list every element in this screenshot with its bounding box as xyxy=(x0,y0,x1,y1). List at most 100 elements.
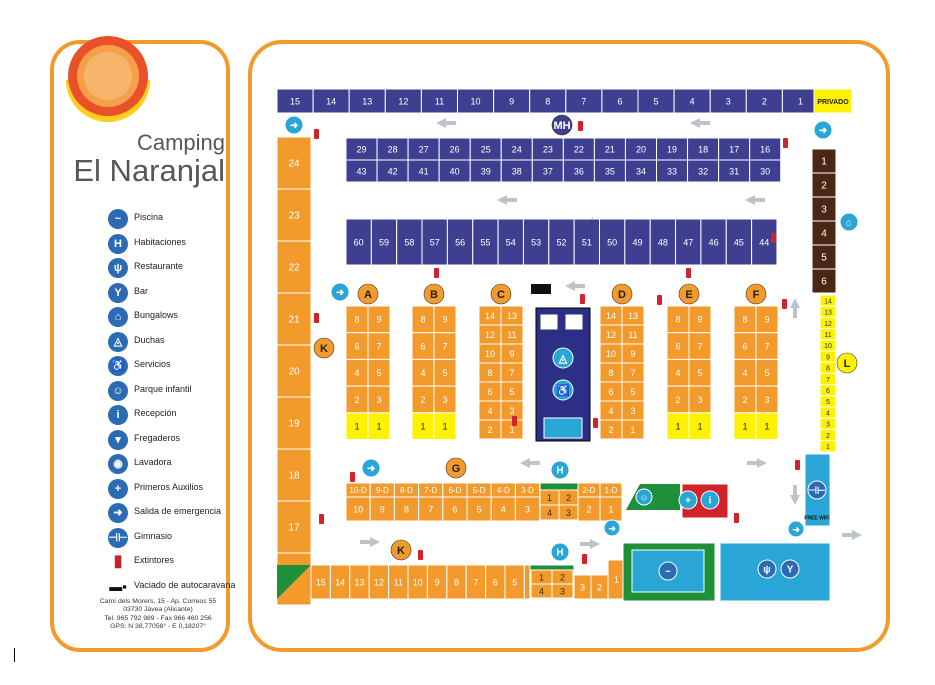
plot-number: 13 xyxy=(354,577,364,587)
plot-number: 6-D xyxy=(448,486,461,495)
plot-number: 2 xyxy=(821,181,827,192)
plot-number: 2 xyxy=(487,425,492,435)
legend-label: Bungalows xyxy=(134,310,179,320)
brand-line1: Camping xyxy=(136,130,225,155)
block-letter xyxy=(611,283,633,305)
legend-item: ◬Duchas xyxy=(105,330,230,355)
plot-number: 7 xyxy=(697,341,702,351)
plot-number: 9 xyxy=(435,577,440,587)
plot-number: 22 xyxy=(574,144,584,154)
legend-label: Lavadora xyxy=(134,457,172,467)
text-cursor xyxy=(14,648,15,662)
extinguisher-icon xyxy=(350,472,355,482)
plot xyxy=(348,88,386,114)
plot xyxy=(276,292,312,346)
legend-label: Bar xyxy=(134,285,149,296)
block-letter xyxy=(423,283,445,305)
restaurant-icon: ψ xyxy=(108,258,128,278)
playground-icon: ☺ xyxy=(108,380,128,401)
extinguisher-icon xyxy=(782,299,787,309)
plot-number: 10 xyxy=(413,577,423,587)
plot-number: 6 xyxy=(493,577,498,587)
plot-number: 2 xyxy=(560,572,565,582)
plot xyxy=(345,218,372,266)
plot xyxy=(781,88,820,114)
plot-number: 9 xyxy=(376,315,381,325)
plot-number: 48 xyxy=(658,237,668,247)
plot-number: 5 xyxy=(654,96,659,106)
road-arrow-icon xyxy=(497,195,517,205)
plot-number: 10 xyxy=(353,504,363,514)
plot-number: 6 xyxy=(821,277,827,288)
circle-label: MH xyxy=(553,120,570,132)
extinguisher-icon xyxy=(593,418,598,428)
plot xyxy=(749,159,782,183)
extinguisher-icon xyxy=(580,294,585,304)
extinguisher-icon xyxy=(512,416,517,426)
address-line: 03730 Jávea (Alicante) xyxy=(123,606,193,614)
plot-number: 3 xyxy=(697,395,702,405)
circle-label: E xyxy=(685,289,692,301)
plot xyxy=(490,496,516,522)
plot-number: 3 xyxy=(580,582,585,592)
plot-number: 2 xyxy=(608,425,613,435)
plot-number: 4 xyxy=(826,410,830,417)
plot-number: 10 xyxy=(606,349,616,359)
legend-item: ⊣⊢Gimnasio xyxy=(105,526,230,551)
extinguisher-icon xyxy=(319,514,324,524)
plot-number: 2 xyxy=(675,395,680,405)
privado-label: PRIVADO xyxy=(817,99,849,106)
plot-number: 42 xyxy=(388,166,398,176)
icon-glyph: ~ xyxy=(665,567,671,578)
plot xyxy=(276,188,312,242)
plot-number: 2 xyxy=(597,582,602,592)
plot xyxy=(514,496,541,522)
plot-number: 9-D xyxy=(376,486,389,495)
plot-number: 6 xyxy=(742,341,747,351)
washing-machine-icon: ◉ xyxy=(108,454,128,474)
legend-label: Primeros Auxilios xyxy=(134,481,204,492)
extinguisher-icon xyxy=(314,129,319,139)
plot-number: 4 xyxy=(690,96,695,106)
icon-glyph: ◬ xyxy=(558,353,568,365)
plot-number: 36 xyxy=(574,166,584,176)
icon-glyph: ➜ xyxy=(819,126,827,137)
legend-label: Salida de emergencia xyxy=(134,506,222,516)
plot-number: 9 xyxy=(509,349,514,359)
plot xyxy=(725,218,753,266)
plot-number: 51 xyxy=(582,237,592,247)
emergency-exit-icon xyxy=(330,282,350,302)
plot-number: 22 xyxy=(288,263,300,274)
plot-number: 6 xyxy=(617,96,622,106)
plot-number: 9 xyxy=(442,315,447,325)
legend-label: Gimnasio xyxy=(134,530,173,541)
extinguisher-icon xyxy=(582,554,587,564)
plot-number: 2 xyxy=(826,433,830,440)
legend-panel xyxy=(50,40,230,652)
sink-area xyxy=(543,417,583,439)
plot-number: 5 xyxy=(376,368,381,378)
plot xyxy=(276,136,312,190)
plot-number: 1 xyxy=(826,444,830,451)
plot-number: 4 xyxy=(539,586,544,596)
brand-line2: El Naranjal xyxy=(73,153,225,188)
legend-item: ◉ Lavadora xyxy=(105,452,230,477)
plot xyxy=(709,88,747,114)
bungalow-icon: ⌂ xyxy=(108,307,128,327)
emergency-exit-icon xyxy=(284,115,304,135)
restaurant-icon xyxy=(757,559,777,579)
extinguisher-icon xyxy=(686,268,691,278)
k-marker xyxy=(390,539,412,561)
legend-item: ➜Salida de emergencia xyxy=(105,501,230,526)
circle-label: K xyxy=(320,343,328,355)
plot-number: 2 xyxy=(762,96,767,106)
plot-number: 3 xyxy=(560,586,565,596)
l-marker xyxy=(836,352,858,374)
plot xyxy=(345,496,371,522)
icon-glyph: ☺ xyxy=(640,492,649,502)
plot-number: 5 xyxy=(477,504,482,514)
plot-number: 9 xyxy=(630,349,635,359)
